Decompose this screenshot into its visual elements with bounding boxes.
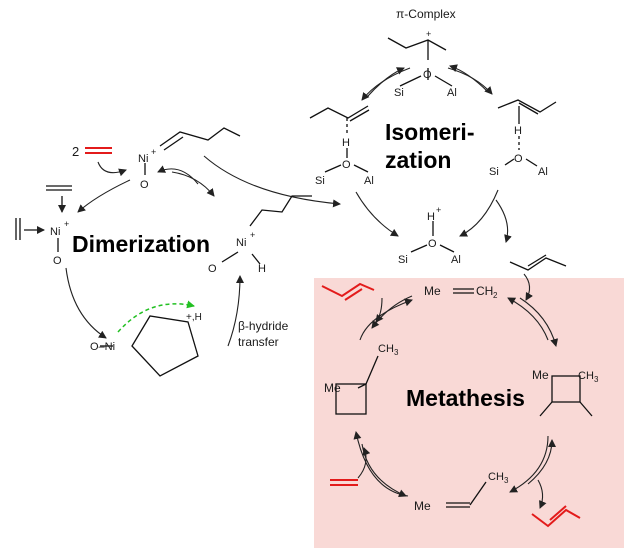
atom-si: Si <box>489 166 499 178</box>
isomerization-cycle <box>309 37 557 253</box>
subscript-3: 3 <box>594 375 599 384</box>
metathesis-arrows <box>353 273 559 509</box>
atom-al: Al <box>538 166 548 178</box>
atom-me: Me <box>414 499 431 513</box>
nickelacycle-label: O–Ni <box>90 341 115 353</box>
ch3-label: CH <box>378 343 394 355</box>
isomerization-title: Isomeri- <box>385 119 474 145</box>
atom-ni: Ni <box>236 237 246 249</box>
atom-ni: Ni <box>138 153 148 165</box>
pi-complex-label: π-Complex <box>396 7 456 21</box>
atom-me: Me <box>324 381 341 395</box>
atom-al: Al <box>447 87 457 99</box>
atom-o: O <box>428 238 437 250</box>
atom-al: Al <box>451 254 461 266</box>
atom-si: Si <box>398 254 408 266</box>
atom-o: O <box>423 69 432 81</box>
atom-plus: + <box>426 29 431 39</box>
dimerization-structures <box>15 127 312 377</box>
atom-h: H <box>514 125 522 137</box>
coefficient-two: 2 <box>72 144 79 159</box>
isomerization-title: zation <box>385 147 451 173</box>
atom-ni: Ni <box>50 226 60 238</box>
atom-me: Me <box>532 368 549 382</box>
hydride-shift-arrow <box>117 300 195 333</box>
ch3-label: CH <box>578 370 594 382</box>
atom-plus: + <box>250 230 255 240</box>
atom-o: O <box>208 263 217 275</box>
atom-o: O <box>140 179 149 191</box>
subscript-2: 2 <box>493 291 498 300</box>
subscript-3: 3 <box>394 348 399 357</box>
atom-h: H <box>342 137 350 149</box>
isomerization-arrows <box>203 64 512 243</box>
atom-o: O <box>514 153 523 165</box>
atom-al: Al <box>364 175 374 187</box>
dimerization-arrows <box>65 161 244 347</box>
beta-hydride-label: transfer <box>238 335 279 349</box>
atom-plus: + <box>64 219 69 229</box>
atom-si: Si <box>394 87 404 99</box>
atom-si: Si <box>315 175 325 187</box>
atom-me: Me <box>424 284 441 298</box>
atom-plus: + <box>151 147 156 157</box>
atom-h: H <box>427 211 435 223</box>
atom-o: O <box>342 159 351 171</box>
metathesis-title: Metathesis <box>406 385 525 411</box>
atom-plus: + <box>436 205 441 215</box>
ch3-label: CH <box>488 471 504 483</box>
metathesis-structures <box>321 254 593 528</box>
atom-o: O <box>53 255 62 267</box>
plus-h-label: +,H <box>186 312 202 323</box>
atom-h: H <box>258 263 266 275</box>
subscript-3: 3 <box>504 476 509 485</box>
ch2-label: CH <box>476 284 493 298</box>
beta-hydride-label: β-hydride <box>238 319 289 333</box>
dimerization-title: Dimerization <box>72 231 210 257</box>
